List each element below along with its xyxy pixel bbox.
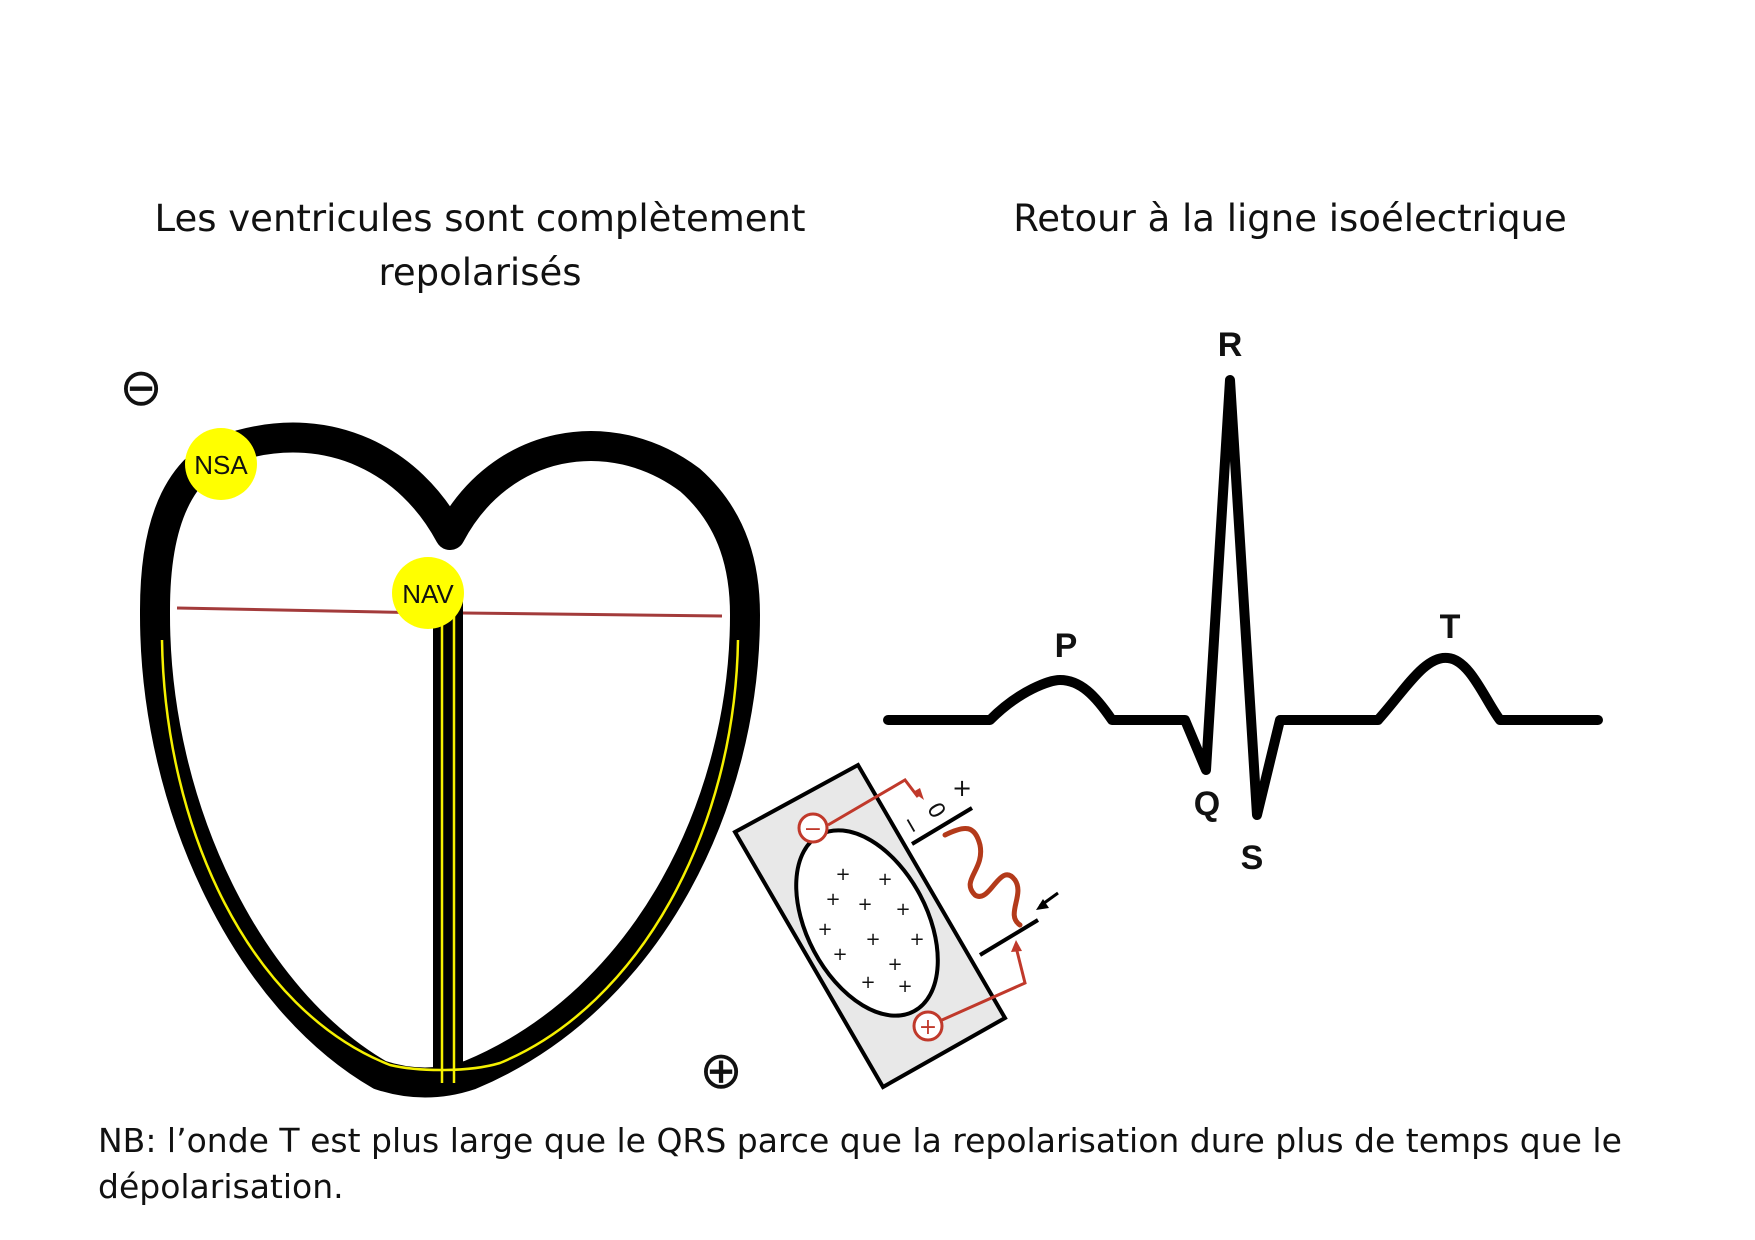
charge-plus: +	[865, 929, 880, 950]
ecg-label-s: S	[1241, 839, 1264, 877]
ecg-waveform	[883, 375, 1603, 820]
positive-electrode: +	[912, 940, 1027, 1042]
heart-wall	[140, 422, 760, 1098]
av-node-label: NAV	[402, 579, 454, 609]
heart-septum	[433, 585, 463, 1080]
negative-pole-icon: ⊖	[119, 358, 163, 418]
left-title: Les ventricules sont complètement repola…	[90, 192, 870, 300]
heart-diagram: NSA NAV ⊖ ⊕	[119, 358, 760, 1101]
meter-zero: 0	[921, 798, 950, 823]
charge-plus: +	[877, 869, 892, 890]
ecg-trace: P R Q S T	[883, 326, 1603, 877]
right-title: Retour à la ligne isoélectrique	[1013, 197, 1567, 240]
meter-plus: +	[952, 774, 972, 802]
purkinje-fibers	[160, 639, 740, 1072]
av-node: NAV	[392, 557, 464, 629]
left-title-line2: repolarisés	[378, 251, 582, 294]
cell-charges: + + + + + + + + + + + +	[817, 864, 924, 997]
charge-plus: +	[817, 919, 832, 940]
ecg-label-q: Q	[1194, 785, 1220, 823]
negative-electrode-sign: −	[804, 817, 822, 842]
electrode-box: + + + + + + + + + + + + − +	[732, 762, 1059, 1090]
sa-node: NSA	[185, 428, 257, 500]
ecg-label-t: T	[1440, 608, 1461, 646]
positive-pole-icon: ⊕	[699, 1041, 743, 1101]
charge-plus: +	[909, 929, 924, 950]
charge-plus: +	[832, 944, 847, 965]
charge-plus: +	[825, 889, 840, 910]
meter-plate-top	[910, 806, 974, 846]
charge-plus: +	[897, 976, 912, 997]
meter-trace	[942, 825, 1023, 928]
charge-plus: +	[860, 972, 875, 993]
charge-plus: +	[835, 864, 850, 885]
ecg-label-r: R	[1218, 326, 1243, 364]
av-border-left	[176, 606, 434, 615]
meter-plate-bottom	[978, 918, 1040, 957]
left-title-line1: Les ventricules sont complètement	[154, 197, 806, 240]
av-border-right	[462, 611, 723, 618]
footnote: NB: l’onde T est plus large que le QRS p…	[98, 1121, 1622, 1206]
charge-plus: +	[857, 894, 872, 915]
negative-electrode: −	[797, 778, 924, 844]
ecg-label-p: P	[1055, 627, 1078, 665]
positive-electrode-sign: +	[919, 1015, 937, 1040]
meter-arrow-head	[1036, 899, 1049, 910]
charge-plus: +	[895, 899, 910, 920]
charge-plus: +	[887, 954, 902, 975]
sa-node-label: NSA	[194, 450, 248, 480]
